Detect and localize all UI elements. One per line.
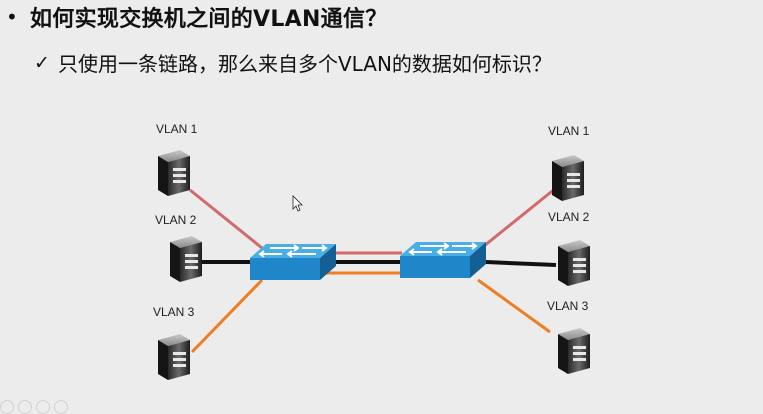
link-right-vlan3 [477, 278, 551, 334]
server-icon-left-1 [158, 150, 190, 196]
link-left-vlan1 [189, 188, 263, 250]
more-options-icon[interactable] [54, 400, 68, 414]
pen-icon[interactable] [18, 400, 32, 414]
slideshow-controls[interactable] [0, 400, 68, 414]
slide-subtitle: 只使用一条链路，那么来自多个VLAN的数据如何标识？ [58, 52, 552, 76]
zoom-icon[interactable] [36, 400, 50, 414]
title-row: • 如何实现交换机之间的VLAN通信？ [6, 0, 388, 34]
left-host-label-3: VLAN 3 [153, 305, 195, 319]
right-host-label-2: VLAN 2 [548, 210, 590, 224]
right-host-label-3: VLAN 3 [547, 299, 589, 313]
server-icon-left-3 [158, 334, 190, 380]
link-left-vlan3 [190, 278, 264, 354]
server-icon-right-2 [558, 240, 590, 286]
server-icon-left-2 [170, 236, 202, 282]
previous-slide-icon[interactable] [0, 400, 14, 414]
switch-icon-left [249, 243, 337, 281]
bullet-icon: • [6, 5, 18, 29]
mouse-cursor-icon [292, 195, 303, 212]
link-right-vlan1 [483, 186, 557, 248]
subtitle-row: ✓ 只使用一条链路，那么来自多个VLAN的数据如何标识？ [34, 48, 552, 77]
right-links [477, 186, 557, 334]
right-host-label-1: VLAN 1 [548, 124, 590, 138]
trunk-links [326, 251, 402, 275]
switch-icon-right [399, 241, 487, 279]
left-host-label-1: VLAN 1 [156, 122, 198, 136]
server-icon-right-1 [552, 155, 584, 201]
checkmark-icon: ✓ [34, 51, 50, 74]
left-links [189, 188, 264, 354]
server-icon-right-3 [558, 328, 590, 374]
slide-title: 如何实现交换机之间的VLAN通信？ [30, 7, 388, 32]
left-host-label-2: VLAN 2 [155, 213, 197, 227]
link-right-vlan2 [485, 260, 557, 267]
